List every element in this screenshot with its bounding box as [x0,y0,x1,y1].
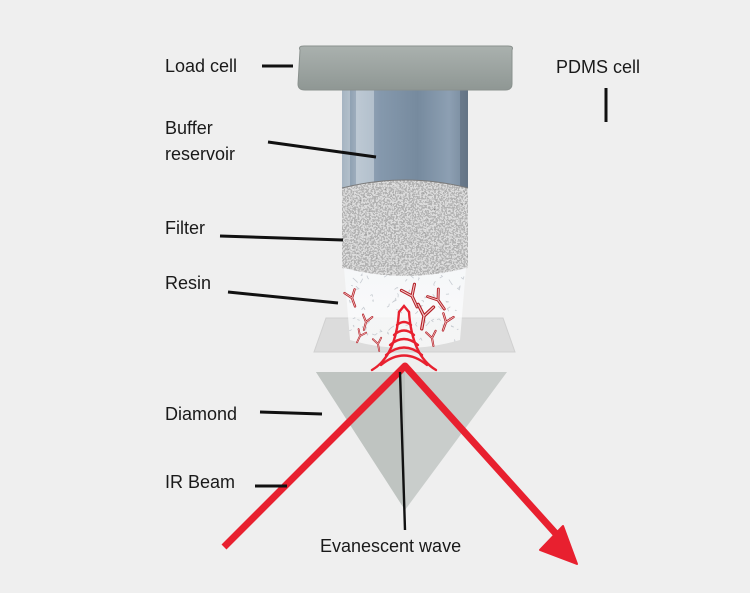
leader-resin [227,290,339,305]
antibody-molecules [343,282,455,352]
antibody-icon [356,328,368,344]
leader-lines [219,64,608,531]
ir-beam-arrowhead [539,525,578,565]
label-reservoir: reservoir [165,144,236,164]
label-diamond: Diamond [165,404,238,424]
label-load-cell: Load cell [165,56,238,76]
label-evanescent-wave: Evanescent wave [320,536,462,556]
antibody-icon [371,336,383,352]
label-resin: Resin [165,273,212,293]
antibody-icon [361,313,374,331]
evanescent-wave [370,304,438,372]
leader-evanescent-wave [398,371,407,531]
buffer-reservoir [342,84,468,196]
load-cell [297,45,513,91]
antibody-icon [399,282,419,309]
antibody-icon [426,287,446,311]
filter-disc [341,179,469,276]
antibody-icon [425,329,437,347]
diamond-prism-shade [316,372,405,510]
label-ir-beam: IR Beam [165,472,236,492]
leader-filter [219,234,344,242]
leader-buffer-reservoir [267,140,377,159]
label-buffer: Buffer [165,118,213,138]
antibody-icon [343,288,357,308]
label-pdms-cell: PDMS cell [556,57,641,77]
label-filter: Filter [165,218,205,238]
leader-diamond [259,410,323,416]
antibody-icon [416,302,436,331]
antibody-icon [441,312,455,332]
